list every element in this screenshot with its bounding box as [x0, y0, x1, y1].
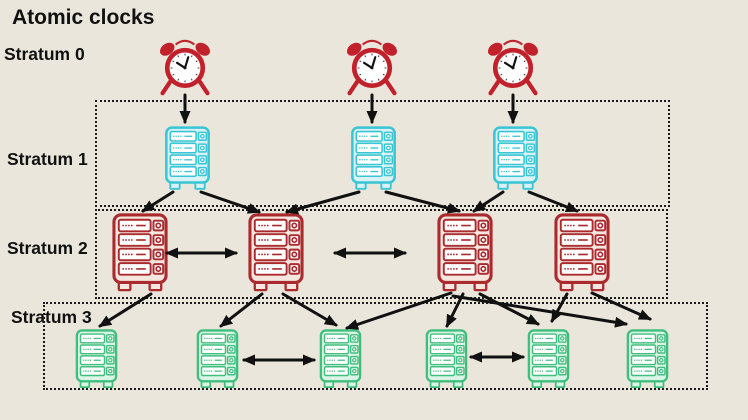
alarm-clock-icon [346, 39, 398, 96]
stratum3-server-6 [625, 329, 670, 390]
stratum3-server-1 [74, 329, 119, 390]
stratum3-server-5 [526, 329, 571, 390]
stratum3-server-2 [195, 329, 240, 390]
stratum-1-label: Stratum 1 [7, 149, 88, 169]
server-rack-icon [248, 213, 304, 292]
server-rack-icon [196, 329, 238, 388]
server-rack-icon [75, 329, 117, 388]
stratum3-server-4 [424, 329, 469, 390]
stratum-0-label: Stratum 0 [4, 44, 85, 64]
server-rack-icon [554, 213, 610, 292]
stratum2-server-4 [553, 213, 611, 294]
stratum3-server-3 [318, 329, 363, 390]
stratum2-server-2 [247, 213, 305, 294]
atomic-clock-1 [155, 38, 215, 96]
server-rack-icon [527, 329, 569, 388]
stratum1-server-1 [164, 126, 211, 192]
atomic-clock-2 [342, 38, 402, 96]
server-rack-icon [437, 213, 493, 292]
server-rack-icon [112, 213, 168, 292]
server-rack-icon [350, 126, 396, 190]
server-rack-icon [425, 329, 467, 388]
server-rack-icon [626, 329, 668, 388]
stratum2-server-3 [436, 213, 494, 294]
stratum-2-label: Stratum 2 [7, 238, 88, 258]
stratum-3-label: Stratum 3 [11, 307, 92, 327]
diagram-title: Atomic clocks [12, 6, 155, 29]
alarm-clock-icon [487, 39, 539, 96]
stratum-1-boundary [95, 100, 670, 207]
server-rack-icon [164, 126, 210, 190]
server-rack-icon [319, 329, 361, 388]
stratum2-server-1 [111, 213, 169, 294]
stratum1-server-3 [492, 126, 539, 192]
alarm-clock-icon [159, 39, 211, 96]
stratum1-server-2 [350, 126, 397, 192]
server-rack-icon [492, 126, 538, 190]
atomic-clock-3 [483, 38, 543, 96]
